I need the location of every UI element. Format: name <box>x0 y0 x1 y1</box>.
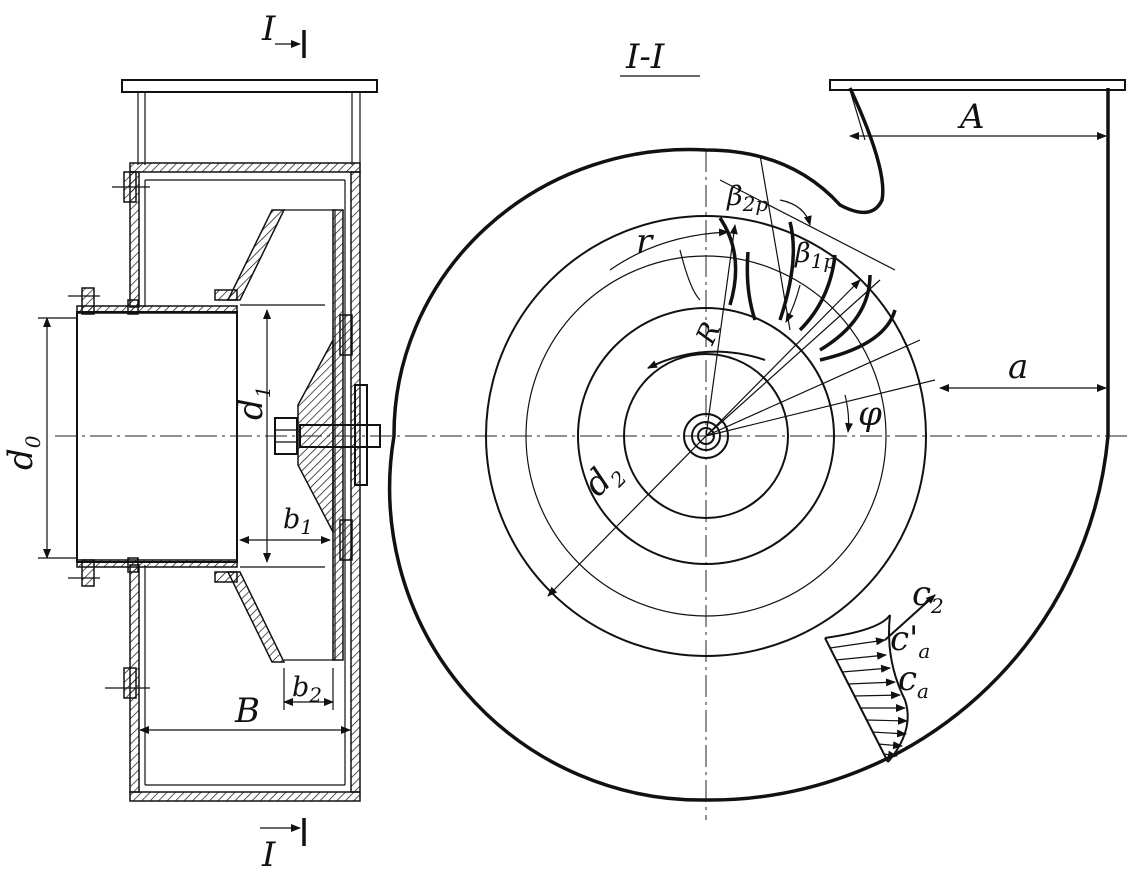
svg-text:d2: d2 <box>576 452 632 508</box>
inlet-pipe <box>76 311 238 563</box>
label-beta1p: β1p <box>794 238 836 273</box>
label-A: A <box>957 97 985 137</box>
svg-text:d0: d0 <box>1 435 45 470</box>
section-mark-top: I <box>261 9 276 49</box>
label-r: r <box>636 222 654 262</box>
outlet-flange <box>121 79 378 93</box>
side-section-view: I I d0 d1 b1 b2 B <box>1 9 1131 872</box>
impeller-back-disk <box>332 209 344 661</box>
section-mark-bottom: I <box>261 835 276 872</box>
label-a: a <box>1008 347 1028 387</box>
label-d1: d1 <box>231 386 275 421</box>
label-d2: d2 <box>576 452 632 508</box>
impeller-outer-circle <box>485 215 927 657</box>
label-ca-prime: c'a <box>890 619 930 663</box>
label-ca: ca <box>898 659 929 703</box>
label-d0: d0 <box>1 435 45 470</box>
casing-top-wall <box>129 162 361 173</box>
impeller-front-shroud-upper <box>226 209 286 301</box>
cross-section-view: I-I <box>387 37 1126 820</box>
label-c2: c2 <box>912 574 944 618</box>
impeller-inner-circle <box>525 255 887 617</box>
velocity-profile <box>824 594 936 763</box>
svg-text:d1: d1 <box>231 386 275 421</box>
label-B: B <box>234 691 260 731</box>
label-phi: φ <box>858 394 882 434</box>
label-b2: b2 <box>292 672 322 707</box>
casing-bottom-wall <box>129 791 361 802</box>
label-b1: b1 <box>283 504 313 539</box>
impeller-front-shroud-lower <box>226 571 286 663</box>
label-beta2p: β2p <box>726 181 768 216</box>
section-title: I-I <box>625 37 665 77</box>
